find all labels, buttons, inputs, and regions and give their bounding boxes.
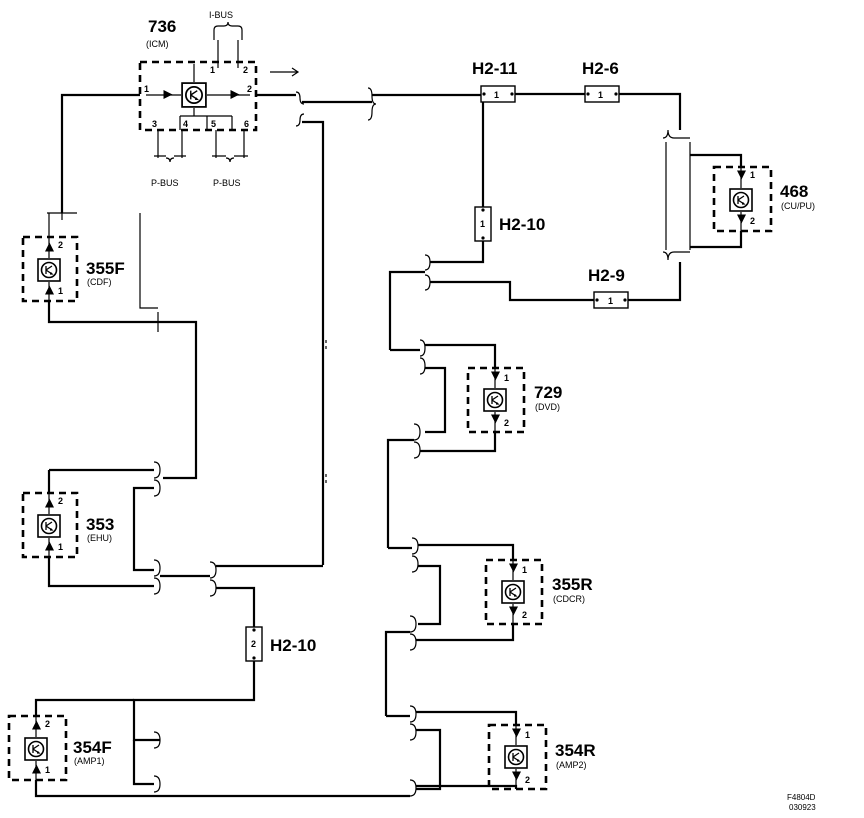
ehu-number: 353 [86,515,114,534]
connector-h2-10-top-label: H2-10 [499,215,545,234]
p-bus-right-label: P-BUS [213,178,241,188]
cupu-pin2-arrow-icon [737,214,746,224]
icm-pin-4: 4 [183,119,188,129]
component-729: 1 2 729 (DVD) [466,366,562,434]
cdcr-number: 355R [552,575,593,594]
icm-pin-2-right: 2 [247,84,252,94]
amp1-pin2-arrow-icon [32,720,41,730]
icm-pin-1: 1 [144,84,149,94]
component-354r: 1 2 354R (AMP2) [487,723,596,791]
icm-pin1-arrow-icon [163,90,173,99]
amp1-number: 354F [73,738,112,757]
cdcr-transceiver-icon [501,580,525,604]
p-bus-right-leads [212,130,248,163]
cdf-pin-a: 2 [58,240,63,250]
cdcr-pin-b: 2 [522,610,527,620]
cupu-name: (CU/PU) [781,201,815,211]
dvd-transceiver-icon [483,388,507,412]
signal-direction-arrow-icon [270,67,300,77]
component-468: 1 2 468 (CU/PU) [712,165,815,233]
connector-h2-6-pin: 1 [598,90,603,100]
ehu-pin1-arrow-icon [45,541,54,551]
component-354f: 2 1 354F (AMP1) [7,714,112,782]
dvd-pin1-arrow-icon [491,371,500,381]
ehu-pin-a: 2 [58,496,63,506]
cdcr-pin2-arrow-icon [509,606,518,616]
connector-h2-10-bottom-pin: 2 [251,639,256,649]
p-bus-left-leads [157,130,183,163]
ehu-pin2-arrow-icon [45,498,54,508]
icm-pin-5: 5 [211,119,216,129]
icm-pin-1-top: 1 [210,65,215,75]
p-bus-left-label: P-BUS [151,178,179,188]
amp1-transceiver-icon [24,737,48,761]
figure-code-line-2: 030923 [789,803,816,812]
cdcr-pin1-arrow-icon [509,563,518,573]
cdf-pin1-arrow-icon [45,285,54,295]
component-355f: 2 1 355F (CDF) [21,235,125,303]
wiring [34,87,743,798]
amp2-pin-b: 2 [525,775,530,785]
dvd-pin-b: 2 [504,418,509,428]
amp1-name: (AMP1) [74,756,105,766]
amp1-pin-b: 1 [45,765,50,775]
connector-h2-9-pin: 1 [608,296,613,306]
amp2-transceiver-icon [504,745,528,769]
amp2-name: (AMP2) [556,760,587,770]
amp2-pin-a: 1 [525,730,530,740]
icm-pin-2-top: 2 [243,65,248,75]
connector-h2-10-bottom: 2 H2-10 [245,626,316,662]
cupu-pin-b: 2 [750,216,755,226]
cdcr-pin-a: 1 [522,565,527,575]
icm-module: 736 (ICM) 1 2 2 3 4 5 6 1 I-BUS P-BUS P-… [138,10,300,188]
icm-pin-6: 6 [244,119,249,129]
connector-h2-9-label: H2-9 [588,266,625,285]
icm-number: 736 [148,17,176,36]
icm-name: (ICM) [146,39,169,49]
component-355r: 1 2 355R (CDCR) [484,558,593,626]
connector-h2-10-top-pin: 1 [480,219,485,229]
component-353: 2 1 353 (EHU) [21,491,114,559]
connector-h2-11-pin: 1 [494,90,499,100]
connector-h2-9: H2-9 1 [588,266,629,309]
cupu-pin1-arrow-icon [737,170,746,180]
connector-h2-11-label: H2-11 [472,59,517,78]
amp2-number: 354R [555,741,596,760]
dvd-number: 729 [534,383,562,402]
connector-h2-11: H2-11 1 [472,59,517,103]
amp1-pin1-arrow-icon [32,764,41,774]
ehu-pin-b: 1 [58,542,63,552]
figure-code-line-1: F4804D [787,793,816,802]
amp2-pin1-arrow-icon [512,728,521,738]
cdf-number: 355F [86,259,125,278]
cupu-pin-a: 1 [750,170,755,180]
connector-h2-6: H2-6 1 [582,59,620,103]
connector-h2-10-top: 1 H2-10 [474,206,545,242]
i-bus-leads [217,40,239,68]
icm-pin-3: 3 [152,119,157,129]
cdf-pin2-arrow-icon [45,242,54,252]
dvd-pin-a: 1 [504,373,509,383]
cdf-transceiver-icon [37,258,61,282]
amp2-pin2-arrow-icon [512,771,521,781]
cdf-name: (CDF) [87,277,112,287]
cdcr-name: (CDCR) [553,594,585,604]
ehu-transceiver-icon [37,514,61,538]
icm-pin2-arrow-icon [230,90,240,99]
i-bus-brace [213,21,243,40]
amp1-pin-a: 2 [45,719,50,729]
icm-transceiver-icon [181,82,207,108]
ehu-name: (EHU) [87,533,112,543]
cdf-pin-b: 1 [58,286,63,296]
dvd-pin2-arrow-icon [491,414,500,424]
cupu-number: 468 [780,182,808,201]
i-bus-label: I-BUS [209,10,233,20]
connector-h2-6-label: H2-6 [582,59,619,78]
connector-h2-10-bottom-label: H2-10 [270,636,316,655]
cupu-transceiver-icon [729,188,753,212]
dvd-name: (DVD) [535,402,560,412]
